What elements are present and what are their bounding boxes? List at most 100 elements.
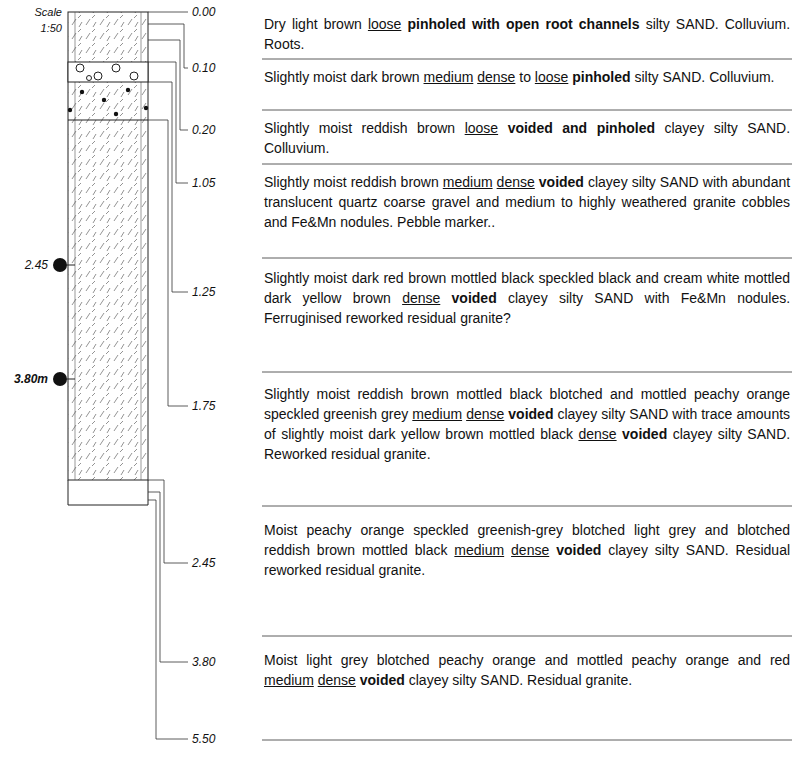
word: silty [714,120,738,136]
word: pinholed [407,16,465,32]
word: clayey [664,120,704,136]
word: brown [317,542,355,558]
word: loose [465,120,498,136]
word: blotched [572,522,625,538]
word: open [506,16,539,32]
word: dense [466,406,504,422]
word: moist [313,69,346,85]
word: medium [412,406,462,422]
word: medium [424,69,474,85]
word: and [705,522,728,538]
word: weathered [622,194,687,210]
stratum-band: Moist light grey blotched peachy orange … [264,650,790,690]
stratum-separator [262,506,792,507]
word: moist [313,174,346,190]
stratum-band: Slightly moist reddish brown loose voide… [264,118,790,158]
word: dark [368,426,395,442]
word: residual [331,446,380,462]
word: mottled [744,270,790,286]
word: brown [411,386,449,402]
word: Slightly [264,120,309,136]
word: reddish [357,386,403,402]
word: granite. [585,672,632,688]
word: moist [317,386,350,402]
word: dark [350,69,377,85]
word: mottled [456,386,502,402]
word: to [561,194,573,210]
word: and [738,652,761,668]
word: light [634,522,660,538]
word: Reworked [264,446,327,462]
word: brown [353,290,391,306]
word: black [510,386,543,402]
word: dense [402,290,440,306]
word: reworked [346,310,404,326]
word: peachy [631,652,676,668]
word: voided [508,406,553,422]
word: reddish [362,120,408,136]
word: medium [505,194,555,210]
word: channels [579,16,640,32]
word: silty [718,426,742,442]
stratum-separator [262,372,792,373]
word: peachy [694,386,739,402]
word: Colluvium. [709,69,774,85]
word: dense [497,174,535,190]
word: moist [314,270,347,286]
word: Slightly [264,386,309,402]
word: SAND. [747,120,790,136]
word: slightly [281,426,324,442]
word: to [519,69,531,85]
word: voided [360,672,405,688]
word: Colluvium. [264,140,329,156]
depth-leader [148,40,188,130]
word: coarse [384,194,426,210]
word: trace [701,406,732,422]
word: granite. [378,562,425,578]
word: granite [693,194,736,210]
word: Pebble [397,214,441,230]
word: Residual [527,672,581,688]
word: speckled [539,270,594,286]
word: pinholed [572,69,630,85]
word: orange [685,652,729,668]
word: voided [539,174,584,190]
word: SAND. [676,16,719,32]
word: granite. [384,446,431,462]
word: blotched [737,522,790,538]
word: silty [634,69,658,85]
word: and [545,652,568,668]
word: nodules. [737,290,790,306]
word: voided [556,542,601,558]
stratum-band: Slightly moist reddish brown mottled bla… [264,384,790,464]
word: brown [401,174,439,190]
word: mottled [451,270,497,286]
word: mottled [577,652,623,668]
word: medium [264,672,314,688]
word: red [770,652,790,668]
stratum-separator [262,636,792,637]
depth-label: 5.50 [192,732,215,746]
level-marker-label: 2.45 [25,258,48,272]
word: pinholed [597,120,655,136]
word: Fe&Mn [681,290,726,306]
word: Slightly [264,270,309,286]
word: black [540,426,573,442]
stratum-description: Slightly moist dark red brown mottled bl… [264,268,790,328]
word: blotched [550,386,603,402]
word: Residual [736,542,790,558]
word: speckled [413,522,468,538]
depth-label: 0.20 [192,123,215,137]
word: with [703,174,728,190]
stratum-band: Slightly moist dark brown medium dense t… [264,67,790,87]
word: residual [325,562,374,578]
word: SAND. [662,69,705,85]
word: highly [579,194,616,210]
word: mottled [489,426,535,442]
stratum-description: Moist peachy orange speckled greenish-gr… [264,520,790,580]
word: SAND. [747,426,790,442]
word: with [672,406,697,422]
stratum-separator [262,110,792,111]
word: black [415,542,448,558]
